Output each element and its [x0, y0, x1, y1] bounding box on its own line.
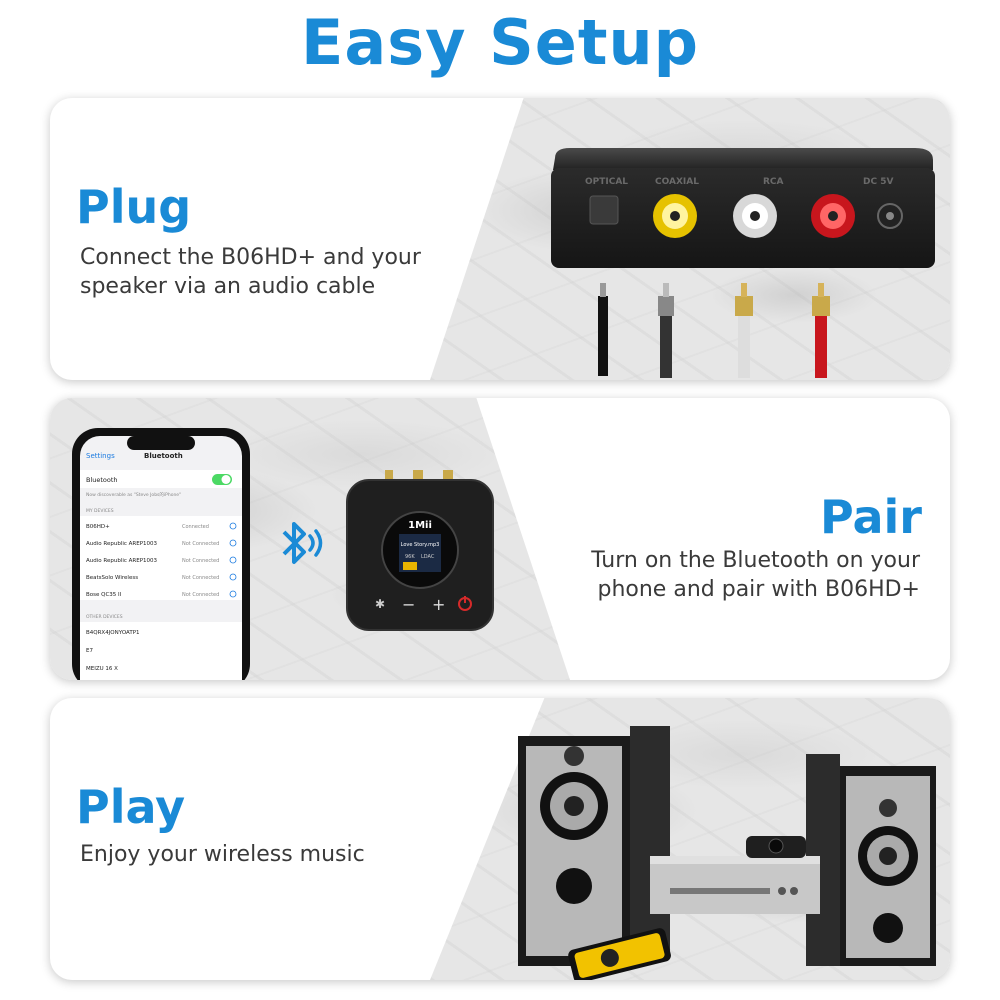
label-dc5v: DC 5V: [863, 177, 893, 187]
back-button[interactable]: Settings: [86, 452, 115, 460]
device-name[interactable]: Audio Republic AREP1003: [86, 558, 158, 564]
device-status: Not Connected: [182, 558, 219, 564]
device-name[interactable]: Bose QC35 II: [86, 592, 122, 598]
step-card-play: Play Enjoy your wireless music: [50, 698, 950, 980]
page-title: Easy Setup: [301, 6, 699, 79]
step-card-pair: Pair Turn on the Bluetooth on your phone…: [50, 398, 950, 680]
phone-image: Settings Bluetooth Bluetooth Now discove…: [72, 428, 250, 680]
other-device[interactable]: MEIZU 16 X: [86, 666, 118, 672]
volume-down-button[interactable]: −: [402, 595, 415, 614]
bluetooth-toggle-label: Bluetooth: [86, 476, 118, 484]
device-status: Not Connected: [182, 541, 219, 547]
step-title-plug: Plug: [76, 180, 192, 234]
device-status: Not Connected: [182, 592, 219, 598]
other-devices-header: OTHER DEVICES: [86, 614, 123, 620]
info-icon: [229, 522, 237, 530]
receiver-back-panel-image: OPTICAL COAXIAL RCA DC 5V: [551, 148, 935, 378]
info-icon: [229, 573, 237, 581]
screen-track: Love Story.mp3: [401, 542, 440, 548]
other-device[interactable]: B4QRX4JONYOATP1: [86, 630, 140, 636]
screen-codec: LDAC: [421, 554, 435, 560]
bluetooth-icon: [282, 522, 323, 564]
info-icon: [229, 590, 237, 598]
receiver-device-image: 1Mii Love Story.mp3 96K LDAC ✱ − +: [346, 470, 494, 631]
label-coaxial: COAXIAL: [655, 177, 699, 187]
speaker-setup-image: [518, 726, 936, 980]
bluetooth-button[interactable]: ✱: [375, 597, 385, 611]
device-name[interactable]: B06HD+: [86, 524, 110, 530]
step-description-play: Enjoy your wireless music: [80, 842, 365, 867]
label-optical: OPTICAL: [585, 177, 628, 187]
device-status: Not Connected: [182, 575, 219, 581]
device-status: Connected: [182, 524, 209, 530]
step-description-plug: Connect the B06HD+ and your speaker via …: [80, 245, 421, 299]
step-description-pair: Turn on the Bluetooth on your phone and …: [591, 548, 920, 602]
volume-up-button[interactable]: +: [432, 595, 445, 614]
device-name[interactable]: Audio Republic AREP1003: [86, 541, 158, 547]
other-device[interactable]: E7: [86, 648, 93, 654]
screen-rate: 96K: [405, 554, 415, 560]
receiver-logo: 1Mii: [408, 520, 432, 531]
discoverable-text: Now discoverable as "Steve Jobs的iPhone": [86, 491, 181, 498]
info-icon: [229, 556, 237, 564]
step-card-plug: Plug Connect the B06HD+ and your speaker…: [50, 98, 950, 380]
screen-title: Bluetooth: [144, 452, 183, 460]
label-rca: RCA: [763, 177, 784, 187]
info-icon: [229, 539, 237, 547]
device-name[interactable]: BeatsSolo Wireless: [86, 575, 138, 581]
step-title-play: Play: [76, 780, 186, 834]
my-devices-header: MY DEVICES: [86, 508, 114, 514]
step-title-pair: Pair: [820, 490, 922, 544]
